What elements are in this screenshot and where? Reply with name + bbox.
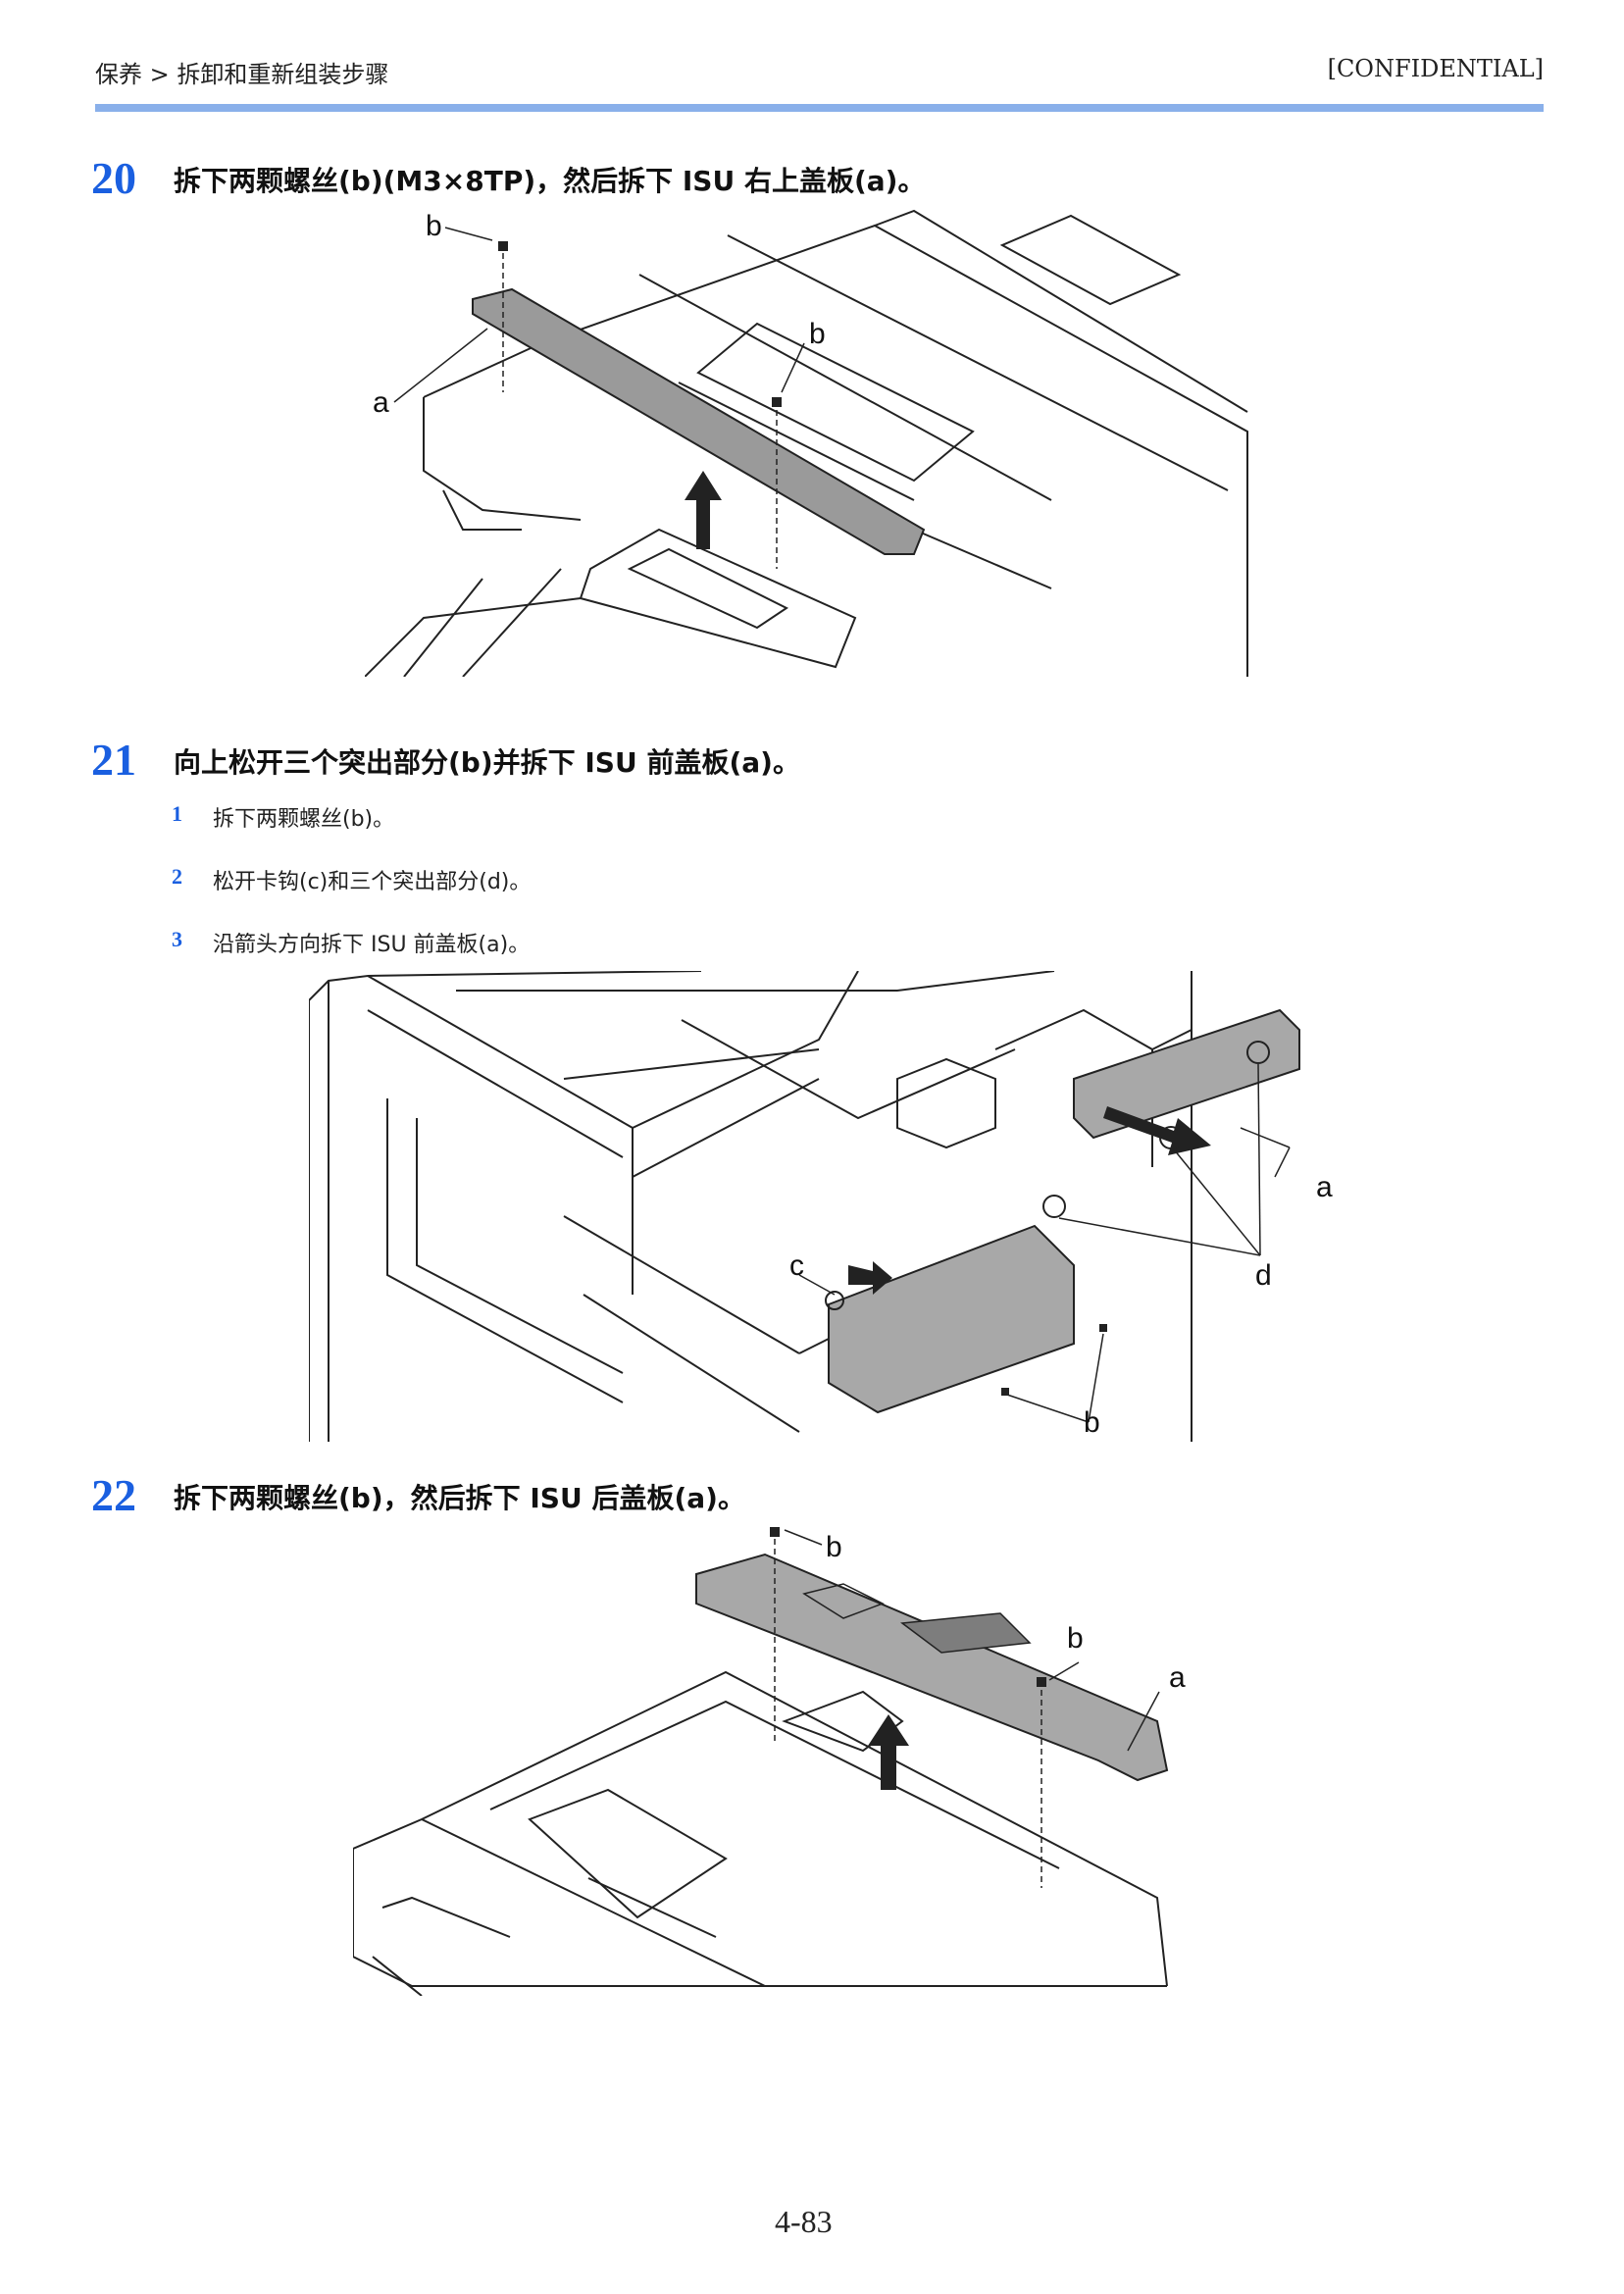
figure-step-20: b b a	[365, 206, 1296, 677]
label-b: b	[826, 1531, 842, 1563]
header-rule	[95, 104, 1544, 112]
step-number: 21	[91, 735, 136, 785]
label-b: b	[809, 318, 826, 350]
label-a: a	[373, 386, 389, 419]
substep-number: 1	[172, 801, 182, 826]
breadcrumb: 保养 > 拆卸和重新组装步骤	[95, 61, 389, 88]
step-number: 22	[91, 1470, 136, 1520]
isu-rear-cover-illustration: b b a	[353, 1527, 1186, 1996]
label-b: b	[426, 210, 442, 242]
figure-step-21: a c d b	[309, 971, 1388, 1442]
confidential-label: [CONFIDENTIAL]	[1327, 55, 1544, 82]
substep-text: 松开卡钩(c)和三个突出部分(d)。	[213, 870, 532, 894]
substep-number: 3	[172, 927, 182, 951]
step-title: 拆下两颗螺丝(b)，然后拆下 ISU 后盖板(a)。	[174, 1482, 745, 1514]
step-number: 20	[91, 153, 136, 203]
substep-text: 沿箭头方向拆下 ISU 前盖板(a)。	[213, 933, 531, 957]
isu-right-top-cover-illustration: b b a	[365, 209, 1248, 677]
label-a: a	[1169, 1661, 1186, 1694]
isu-front-cover-illustration: a c d b	[309, 971, 1333, 1442]
page-number: 4-83	[775, 2204, 833, 2239]
step-title: 拆下两颗螺丝(b)(M3×8TP)，然后拆下 ISU 右上盖板(a)。	[174, 165, 926, 197]
label-b: b	[1084, 1406, 1100, 1439]
label-a: a	[1316, 1171, 1333, 1203]
substep-text: 拆下两颗螺丝(b)。	[213, 807, 395, 832]
step-title: 向上松开三个突出部分(b)并拆下 ISU 前盖板(a)。	[174, 746, 800, 779]
substep-number: 2	[172, 864, 182, 889]
figure-step-22: b b a	[353, 1525, 1216, 1996]
label-d: d	[1255, 1259, 1272, 1292]
page-header: 保养 > 拆卸和重新组装步骤 [CONFIDENTIAL]	[95, 55, 1544, 88]
label-b: b	[1067, 1622, 1084, 1655]
label-c: c	[789, 1249, 804, 1282]
